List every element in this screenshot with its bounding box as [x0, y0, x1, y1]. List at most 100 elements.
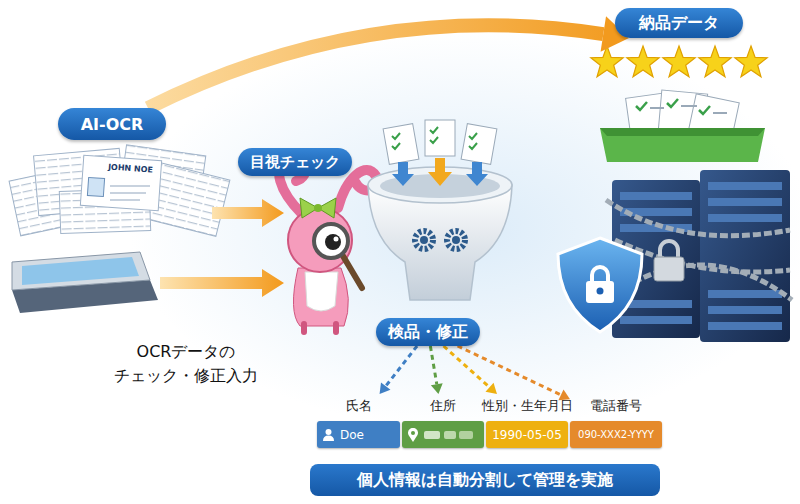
flow-arrow — [380, 346, 417, 394]
server-racks-part — [700, 170, 790, 342]
arrow-line — [444, 346, 490, 387]
server-racks-part — [708, 214, 782, 222]
mascot-character-part — [314, 204, 322, 212]
checked-sheets-part — [461, 124, 497, 165]
mascot-character-part — [305, 272, 338, 311]
scanner-part — [22, 257, 139, 285]
caption-band: 個人情報は自動分割して管理を実施 — [310, 464, 660, 496]
field-value: 090-XXX2-YYYY — [578, 429, 654, 440]
flow-arrow — [148, 16, 629, 108]
output-label: 納品データ — [615, 8, 743, 38]
security-shield-part — [592, 267, 608, 282]
server-racks-part — [654, 257, 684, 281]
node-text: 個人情報は自動分割して管理を実施 — [357, 470, 613, 491]
input-arrows-part — [160, 269, 284, 297]
node-text: AI-OCR — [81, 115, 144, 134]
mascot-character-part — [304, 324, 336, 332]
paper-forms-part — [80, 155, 161, 210]
address-field: 住所 — [402, 394, 484, 448]
arrow-line — [458, 346, 561, 395]
input-label: AI-OCR — [58, 108, 166, 140]
mascot-character-part — [288, 208, 352, 272]
node-text: 検品・修正 — [388, 322, 468, 343]
checked-sheets-part — [428, 158, 452, 186]
mascot-character-part — [325, 234, 341, 250]
arrow-line — [430, 346, 436, 384]
rating-stars-part — [735, 46, 767, 77]
server-racks-part — [620, 182, 782, 330]
funnel-part — [447, 231, 465, 249]
funnel — [368, 167, 512, 300]
delivery-tray-part — [636, 99, 710, 114]
scanner — [12, 252, 158, 313]
security-shield-part — [558, 238, 642, 332]
flow-arrow — [444, 346, 497, 394]
server-racks-part — [708, 198, 782, 206]
security-shield-part — [586, 281, 614, 303]
rating-stars-part — [663, 46, 695, 77]
arrow-line — [148, 25, 603, 108]
node-text: 納品データ — [639, 13, 719, 34]
server-racks-part — [708, 306, 782, 314]
rating-stars-part — [699, 46, 731, 77]
phone-field: 電話番号 090-XXX2-YYYY — [570, 394, 662, 448]
server-racks-part — [620, 192, 692, 200]
paper-forms-part — [87, 177, 104, 196]
funnel-part — [420, 236, 428, 244]
arrow-head — [431, 383, 443, 394]
field-heading: 性別・生年月日 — [482, 397, 573, 415]
checked-sheets-part — [425, 120, 455, 156]
field-icon — [322, 428, 335, 441]
server-racks-part — [660, 241, 678, 258]
mascot-character-part — [334, 237, 339, 242]
checked-sheets — [383, 120, 497, 186]
paper-forms-part — [110, 186, 150, 200]
server-racks-part — [620, 316, 692, 324]
birth-field: 性別・生年月日1990-05-05 — [486, 394, 568, 448]
rating-stars — [591, 46, 767, 77]
arrow-line — [386, 346, 417, 386]
field-heading: 氏名 — [346, 397, 372, 415]
flow-arrow — [458, 346, 570, 400]
server-racks-part — [708, 182, 782, 190]
mascot-character-part — [343, 256, 362, 288]
server-racks-part — [708, 322, 782, 330]
field-heading: 住所 — [430, 397, 456, 415]
arrow-head — [486, 383, 497, 394]
server-racks-part — [708, 290, 782, 298]
funnel-part — [415, 231, 433, 249]
security-shield — [558, 238, 642, 332]
mascot-character-part — [314, 224, 348, 258]
checked-sheets-part — [383, 124, 419, 165]
check-label: 目視チェック — [238, 148, 352, 176]
field-bar — [402, 421, 484, 448]
mascot-character-part — [293, 268, 348, 326]
security-shield-part — [597, 288, 604, 295]
step-note: OCRデータの チェック・修正入力 — [108, 340, 264, 388]
rating-stars-part — [627, 46, 659, 77]
delivery-tray-part — [600, 128, 765, 162]
name-field: 氏名 Doe — [317, 394, 400, 448]
field-heading: 電話番号 — [590, 397, 642, 415]
inspect-label: 検品・修正 — [376, 318, 480, 346]
checked-sheets-part — [392, 162, 414, 186]
funnel-part — [452, 236, 460, 244]
delivery-tray — [600, 90, 765, 162]
mascot-character-part — [300, 198, 336, 218]
flow-arrow — [430, 346, 442, 394]
paper-forms — [9, 145, 230, 237]
arrow-head — [380, 382, 391, 394]
input-arrows — [160, 199, 284, 297]
mascot-character — [279, 159, 377, 332]
field-bar: Doe — [317, 421, 400, 448]
scanner-part — [12, 252, 150, 290]
checked-sheets-part — [466, 162, 488, 186]
input-arrows-part — [212, 199, 284, 227]
field-bar: 1990-05-05 — [486, 421, 568, 448]
delivery-tray-part — [600, 128, 765, 136]
node-text: 目視チェック — [250, 153, 340, 172]
